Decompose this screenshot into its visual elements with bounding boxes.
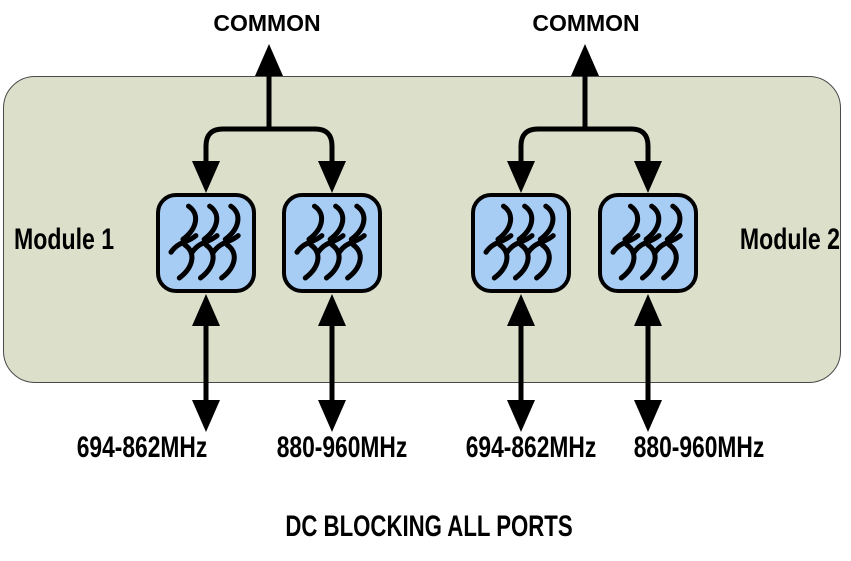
module-2-label: Module 2 <box>739 223 840 256</box>
common-port-label-2: COMMON <box>532 10 640 36</box>
filter-block-4 <box>598 193 698 293</box>
filter-icon <box>475 197 567 289</box>
common-arrow-module1 <box>203 70 335 164</box>
arrowheads <box>192 44 662 432</box>
port-arrow-stems <box>203 318 651 406</box>
filter-icon <box>286 197 378 289</box>
band-port-label-1: 694-862MHz <box>76 431 208 464</box>
filter-block-3 <box>471 193 571 293</box>
filter-icon <box>602 197 694 289</box>
modules-panel <box>3 76 841 383</box>
filter-block-1 <box>156 193 256 293</box>
common-port-label-1: COMMON <box>213 10 321 36</box>
band-port-label-4: 880-960MHz <box>633 431 765 464</box>
band-port-label-2: 880-960MHz <box>276 431 408 464</box>
filter-icon <box>160 197 252 289</box>
filter-block-2 <box>282 193 382 293</box>
common-arrow-module2 <box>518 70 651 164</box>
footer-note: DC BLOCKING ALL PORTS <box>285 510 573 543</box>
module-1-label: Module 1 <box>14 223 115 256</box>
band-port-label-3: 694-862MHz <box>465 431 597 464</box>
